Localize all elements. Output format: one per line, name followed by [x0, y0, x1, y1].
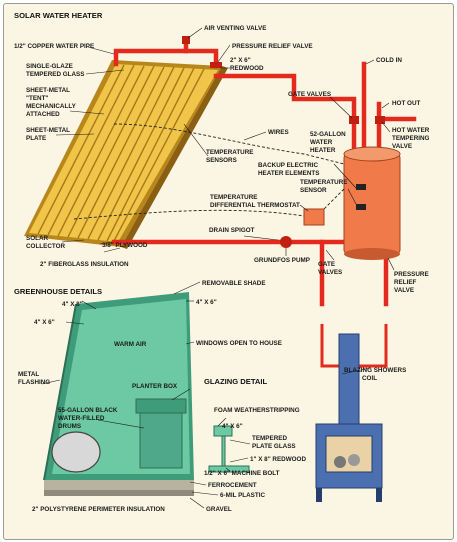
label-gate-bottom-2: VALVES	[318, 269, 342, 276]
thermostat-box	[304, 209, 324, 225]
label-plate-1: SHEET-METAL	[26, 127, 70, 134]
drum-icon	[52, 432, 100, 472]
gate-valve-icon	[349, 116, 359, 124]
label-blazing-2: COIL	[362, 375, 377, 382]
label-windows-open: WINDOWS OPEN TO HOUSE	[196, 340, 282, 347]
section-title-greenhouse: GREENHOUSE DETAILS	[14, 287, 102, 296]
label-tempering-3: VALVE	[392, 143, 412, 150]
label-gravel: GRAVEL	[206, 506, 232, 513]
label-heater-1: 52-GALLON	[310, 131, 346, 138]
label-backup-1: BACKUP ELECTRIC	[258, 162, 319, 169]
label-grundfos: GRUNDFOS PUMP	[254, 257, 310, 264]
label-thermostat-1: TEMPERATURE	[210, 194, 257, 201]
diagram-frame: SOLAR WATER HEATER GREENHOUSE DETAILS GL…	[3, 3, 454, 540]
label-relief-bottom-1: PRESSURE	[394, 271, 429, 278]
label-metal-flashing-1: METAL	[18, 371, 39, 378]
label-redwood: REDWOOD	[230, 65, 264, 72]
label-relief-bottom-3: VALVE	[394, 287, 414, 294]
label-plate-2: PLATE	[26, 135, 46, 142]
label-machine-bolt: 1/2" X 6" MACHINE BOLT	[204, 470, 280, 477]
label-tempered-2: PLATE GLASS	[252, 443, 296, 450]
greenhouse	[44, 292, 194, 496]
label-tempering-2: TEMPERING	[392, 135, 430, 142]
label-plastic: 6-MIL PLASTIC	[220, 492, 265, 499]
label-tent-3: MECHANICALLY	[26, 103, 77, 110]
label-relief-bottom-2: RELIEF	[394, 279, 417, 286]
section-title-glazing: GLAZING DETAIL	[204, 377, 267, 386]
label-tent-4: ATTACHED	[26, 111, 60, 118]
label-solar-collector-2: COLLECTOR	[26, 243, 66, 250]
label-heater-2: WATER	[310, 139, 333, 146]
label-plywood: 3/8" PLYWOOD	[102, 242, 148, 249]
label-drums-3: DRUMS	[58, 423, 81, 430]
label-warm-air: WARM AIR	[114, 341, 147, 348]
water-heater-tank	[344, 147, 400, 260]
label-2x6: 2" X 6"	[230, 57, 251, 64]
label-gh-4x6-top: 4" X 6"	[196, 299, 217, 306]
gate-valve-icon	[375, 116, 385, 124]
label-foam: FOAM WEATHERSTRIPPING	[214, 407, 300, 414]
label-solar-collector-1: SOLAR	[26, 235, 48, 242]
label-glz-4x6: 4" X 6"	[222, 423, 243, 430]
label-single-glaze-2: TEMPERED GLASS	[26, 71, 84, 78]
label-removable-shade: REMOVABLE SHADE	[202, 280, 266, 287]
label-drain-spigot: DRAIN SPIGOT	[209, 227, 255, 234]
label-tent-1: SHEET-METAL	[26, 87, 70, 94]
label-ferrocement: FERROCEMENT	[208, 482, 257, 489]
label-metal-flashing-2: FLASHING	[18, 379, 50, 386]
label-single-glaze-1: SINGLE-GLAZE	[26, 63, 73, 70]
label-backup-2: HEATER ELEMENTS	[258, 170, 319, 177]
label-temp-sensors-2: SENSORS	[206, 157, 237, 164]
solar-greenhouse-diagram: SOLAR WATER HEATER GREENHOUSE DETAILS GL…	[4, 4, 453, 539]
label-gh-4x8: 4" X 8"	[62, 301, 83, 308]
label-heater-3: HEATER	[310, 147, 336, 154]
label-tent-2: "TENT"	[26, 95, 48, 102]
section-title-solar: SOLAR WATER HEATER	[14, 11, 103, 20]
label-cold-in: COLD IN	[376, 57, 402, 64]
pump-icon	[280, 236, 292, 248]
label-air-venting-valve: AIR VENTING VALVE	[204, 25, 266, 32]
wood-stove	[316, 334, 382, 502]
label-blazing-1: BLAZING SHOWERS	[344, 367, 406, 374]
label-thermostat-2: DIFFERENTIAL THERMOSTAT	[210, 202, 300, 209]
glazing-detail-drawing	[209, 426, 249, 472]
label-gate-valves-top: GATE VALVES	[288, 91, 331, 98]
label-drums-1: 55-GALLON BLACK	[58, 407, 118, 414]
label-tempering-1: HOT WATER	[392, 127, 430, 134]
label-tempered-1: TEMPERED	[252, 435, 287, 442]
label-wires: WIRES	[268, 129, 289, 136]
label-planter-box: PLANTER BOX	[132, 383, 178, 390]
label-fiberglass: 2" FIBERGLASS INSULATION	[40, 261, 129, 268]
label-gh-4x6-left: 4" X 6"	[34, 319, 55, 326]
label-hot-out: HOT OUT	[392, 100, 420, 107]
label-gate-bottom-1: GATE	[318, 261, 335, 268]
label-pressure-relief-top: PRESSURE RELIEF VALVE	[232, 43, 313, 50]
label-redwood-1x8: 1" X 8" REDWOOD	[250, 456, 306, 463]
pressure-relief-valve-icon	[210, 62, 222, 68]
label-polystyrene: 2" POLYSTYRENE PERIMETER INSULATION	[32, 506, 165, 513]
label-drums-2: WATER-FILLED	[58, 415, 105, 422]
label-temp-sensors-1: TEMPERATURE	[206, 149, 253, 156]
label-temp-sensor-2: SENSOR	[300, 187, 327, 194]
label-temp-sensor-1: TEMPERATURE	[300, 179, 347, 186]
label-copper-pipe: 1/2" COPPER WATER PIPE	[14, 43, 94, 50]
